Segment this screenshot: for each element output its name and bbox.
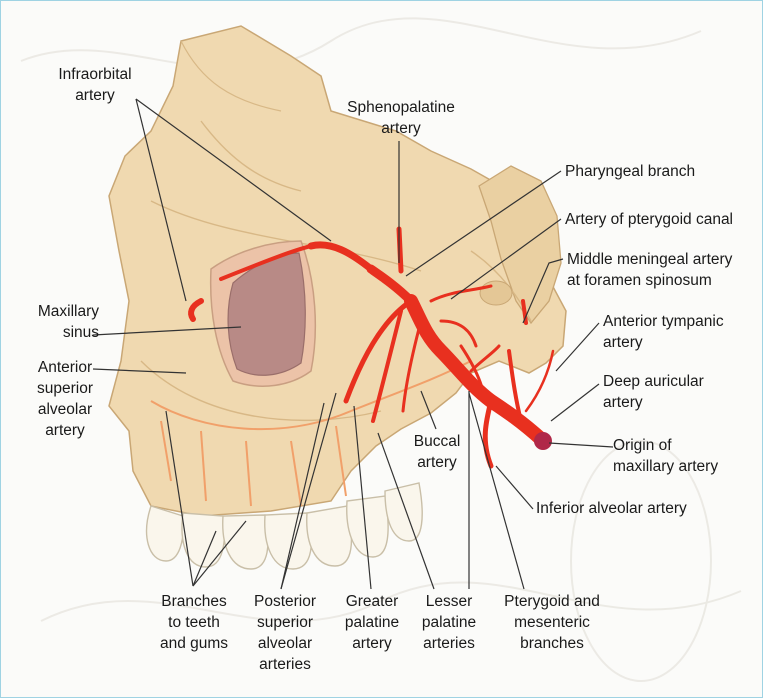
label-pharyngeal-branch: Pharyngeal branch [565,161,695,182]
maxillary-origin-dot [534,432,552,450]
label-artery-of-pterygoid-canal: Artery of pterygoid canal [565,209,733,230]
label-inferior-alveolar-artery: Inferior alveolar artery [536,498,687,519]
